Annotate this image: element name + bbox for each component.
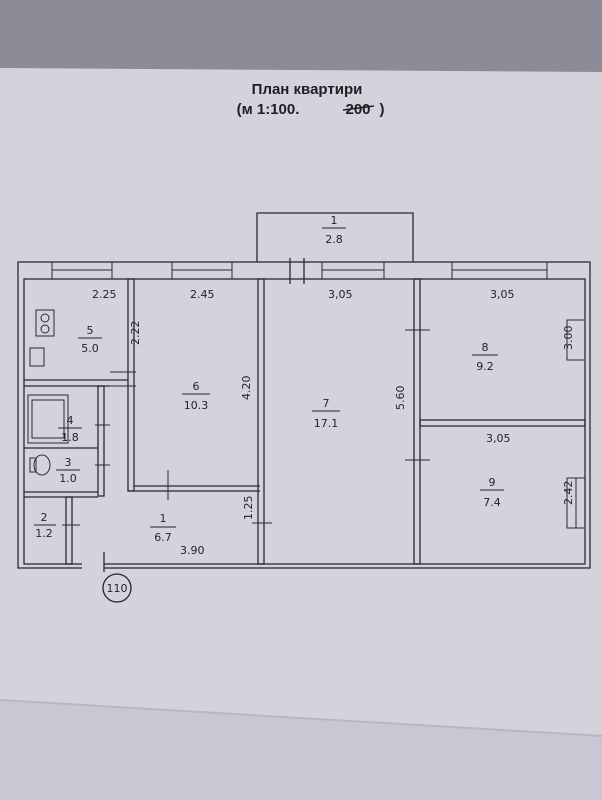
room-label-kitchen: 5 5.0 bbox=[78, 324, 102, 355]
wall-bath-right bbox=[97, 385, 105, 497]
svg-text:1.8: 1.8 bbox=[61, 431, 79, 444]
svg-text:1: 1 bbox=[160, 512, 167, 525]
plan-scale-suffix: ) bbox=[380, 101, 385, 118]
dim-3-05-room9: 3,05 bbox=[486, 432, 511, 445]
wall-room6-room7 bbox=[257, 278, 265, 565]
dim-3-05-room7: 3,05 bbox=[328, 288, 353, 301]
paper-sheet bbox=[0, 68, 602, 800]
dim-1-25: 1.25 bbox=[242, 496, 255, 521]
plan-scale-prefix: (м 1:100. bbox=[237, 101, 300, 118]
svg-text:1.2: 1.2 bbox=[35, 527, 53, 540]
walls bbox=[17, 212, 591, 572]
dim-2-42: 2.42 bbox=[562, 481, 575, 506]
room-label-bathroom: 4 1.8 bbox=[58, 414, 82, 444]
dim-3-05-room8: 3,05 bbox=[490, 288, 515, 301]
door-marks bbox=[62, 329, 430, 526]
dim-5-60: 5.60 bbox=[394, 386, 407, 411]
svg-text:4: 4 bbox=[67, 414, 74, 427]
fixtures bbox=[27, 309, 69, 476]
wall-room8-room9 bbox=[419, 419, 586, 427]
sink-icon bbox=[29, 347, 45, 367]
svg-text:1.0: 1.0 bbox=[59, 472, 77, 485]
burner-2 bbox=[40, 324, 50, 334]
plan-title: План квартири bbox=[252, 81, 363, 98]
svg-text:6.7: 6.7 bbox=[154, 531, 172, 544]
toilet-icon bbox=[33, 454, 51, 476]
svg-text:5: 5 bbox=[87, 324, 94, 337]
dim-2-45: 2.45 bbox=[190, 288, 215, 301]
dim-2-22: 2.22 bbox=[129, 321, 142, 346]
windows bbox=[51, 261, 586, 529]
dim-2-25: 2.25 bbox=[92, 288, 117, 301]
room-label-balcony: 1 2.8 bbox=[322, 214, 346, 246]
room-label-toilet: 3 1.0 bbox=[56, 456, 80, 485]
dim-3-00: 3.00 bbox=[562, 326, 575, 351]
wall-closet bbox=[65, 496, 73, 565]
svg-text:8: 8 bbox=[482, 341, 489, 354]
stove-icon bbox=[35, 309, 55, 337]
unit-number-stamp: 110 bbox=[102, 573, 132, 603]
balcony-outline bbox=[256, 212, 414, 262]
room-label-room7: 7 17.1 bbox=[312, 397, 340, 430]
room-label-room9: 9 7.4 bbox=[480, 476, 504, 509]
svg-text:6: 6 bbox=[193, 380, 200, 393]
room-labels: 1 2.8 1 6.7 2 1.2 3 1.0 4 1.8 5 5.0 bbox=[34, 214, 504, 544]
room-label-hall: 1 6.7 bbox=[150, 512, 176, 544]
dim-3-90: 3.90 bbox=[180, 544, 205, 557]
unit-number: 110 bbox=[107, 582, 128, 595]
paper-fold-line bbox=[0, 699, 602, 737]
dim-4-20: 4.20 bbox=[240, 376, 253, 401]
burner-1 bbox=[40, 313, 50, 323]
svg-text:5.0: 5.0 bbox=[81, 342, 99, 355]
paper-fold-shadow bbox=[0, 700, 602, 800]
window-5 bbox=[566, 319, 586, 361]
strike-line bbox=[342, 105, 375, 111]
bathtub-icon bbox=[27, 394, 69, 444]
svg-text:9.2: 9.2 bbox=[476, 360, 494, 373]
svg-text:10.3: 10.3 bbox=[184, 399, 209, 412]
plan-scale-struck: 200 bbox=[345, 101, 370, 118]
dimension-labels: 2.25 2.45 3,05 3,05 3,05 3.90 2.22 4.20 … bbox=[92, 288, 575, 557]
svg-text:3: 3 bbox=[65, 456, 72, 469]
svg-text:7.4: 7.4 bbox=[483, 496, 501, 509]
svg-text:1: 1 bbox=[331, 214, 338, 227]
svg-text:17.1: 17.1 bbox=[314, 417, 339, 430]
svg-text:2.8: 2.8 bbox=[325, 233, 343, 246]
room-label-room6: 6 10.3 bbox=[182, 380, 210, 412]
svg-text:2: 2 bbox=[41, 511, 48, 524]
room-label-room8: 8 9.2 bbox=[472, 341, 498, 373]
svg-text:7: 7 bbox=[323, 397, 330, 410]
room-label-closet: 2 1.2 bbox=[34, 511, 56, 540]
svg-text:9: 9 bbox=[489, 476, 496, 489]
